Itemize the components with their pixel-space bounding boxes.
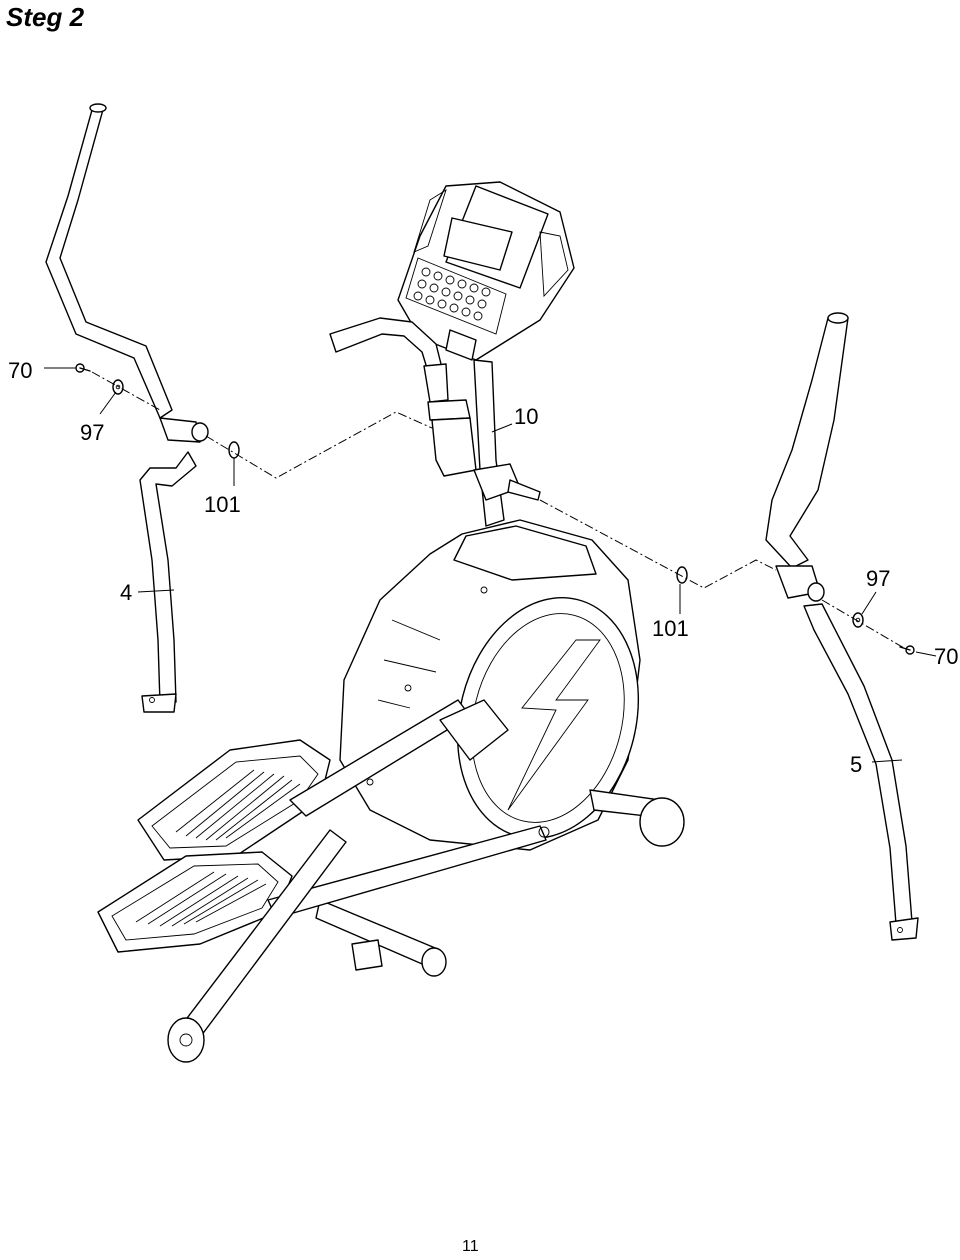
callout-upright: 10 xyxy=(514,404,538,429)
left-lower-arm xyxy=(139,451,197,713)
washer-right-icon xyxy=(852,612,864,628)
clip-left-icon xyxy=(228,441,240,459)
callout-arm-left: 4 xyxy=(120,580,132,605)
leader-lines xyxy=(44,367,937,763)
handgrip-bar xyxy=(329,317,477,477)
callout-clip-left: 101 xyxy=(204,492,241,517)
bolt-left-icon xyxy=(75,363,91,373)
pedal-linkage xyxy=(167,699,550,1063)
step-title: Steg 2 xyxy=(6,2,85,32)
callout-clip-right: 101 xyxy=(652,616,689,641)
assembly-line-right xyxy=(539,499,905,649)
bolt-right-icon xyxy=(899,645,915,655)
machine-body xyxy=(339,519,641,851)
left-upper-arm xyxy=(45,103,209,443)
assembly-line-left xyxy=(91,371,433,479)
left-pedal xyxy=(137,739,331,861)
base-frame xyxy=(315,789,685,977)
upright-mast xyxy=(473,359,541,527)
callout-bolt-right: 70 xyxy=(934,644,958,669)
right-upper-arm xyxy=(765,312,849,602)
callout-bolt-left: 70 xyxy=(8,358,32,383)
clip-right-icon xyxy=(676,566,688,584)
callout-washer-right: 97 xyxy=(866,566,890,591)
console xyxy=(397,181,575,361)
right-lower-arm xyxy=(803,603,919,941)
callout-washer-left: 97 xyxy=(80,420,104,445)
page-number: 11 xyxy=(462,1238,479,1255)
callout-arm-right: 5 xyxy=(850,752,862,777)
